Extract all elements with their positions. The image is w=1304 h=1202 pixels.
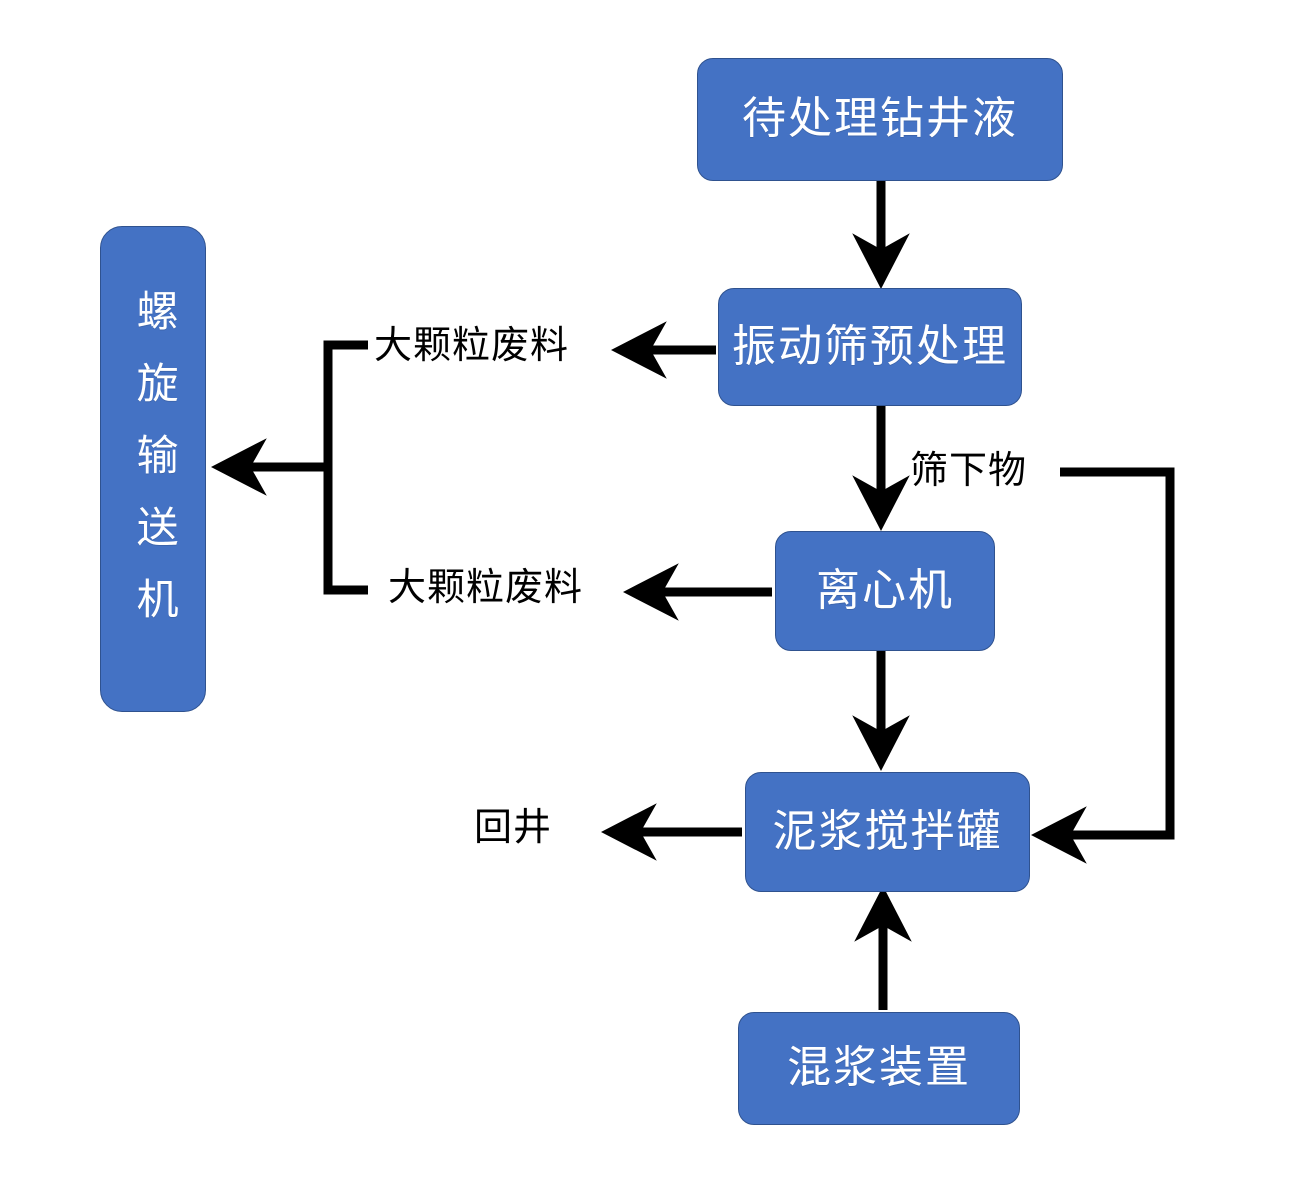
edge-label-return-to-well: 回井 (474, 807, 553, 849)
node-label-centrifuge: 离心机 (816, 565, 954, 615)
edge-label-undersize: 筛下物 (910, 450, 1028, 492)
node-slurry-mixer[interactable]: 混浆装置 (738, 1012, 1020, 1125)
node-label-drilling-fluid: 待处理钻井液 (742, 94, 1018, 144)
edge-undersize-to-mud-tank (1030, 467, 1175, 864)
node-label-shale-shaker: 振动筛预处理 (732, 321, 1008, 371)
node-screw-conveyor[interactable]: 螺旋输送机 (100, 226, 206, 712)
node-shale-shaker[interactable]: 振动筛预处理 (718, 288, 1022, 406)
node-label-mud-mixing-tank: 泥浆搅拌罐 (772, 806, 1003, 856)
edge-label-coarse-waste-top: 大颗粒废料 (374, 325, 570, 367)
edge-label-coarse-waste-bottom: 大颗粒废料 (388, 567, 584, 609)
node-mud-mixing-tank[interactable]: 泥浆搅拌罐 (745, 772, 1030, 892)
node-label-screw-conveyor: 螺旋输送机 (130, 289, 177, 649)
edge-waste-bracket (323, 340, 368, 595)
node-drilling-fluid[interactable]: 待处理钻井液 (697, 58, 1063, 181)
node-centrifuge[interactable]: 离心机 (775, 531, 995, 651)
node-label-slurry-mixer: 混浆装置 (787, 1043, 971, 1093)
